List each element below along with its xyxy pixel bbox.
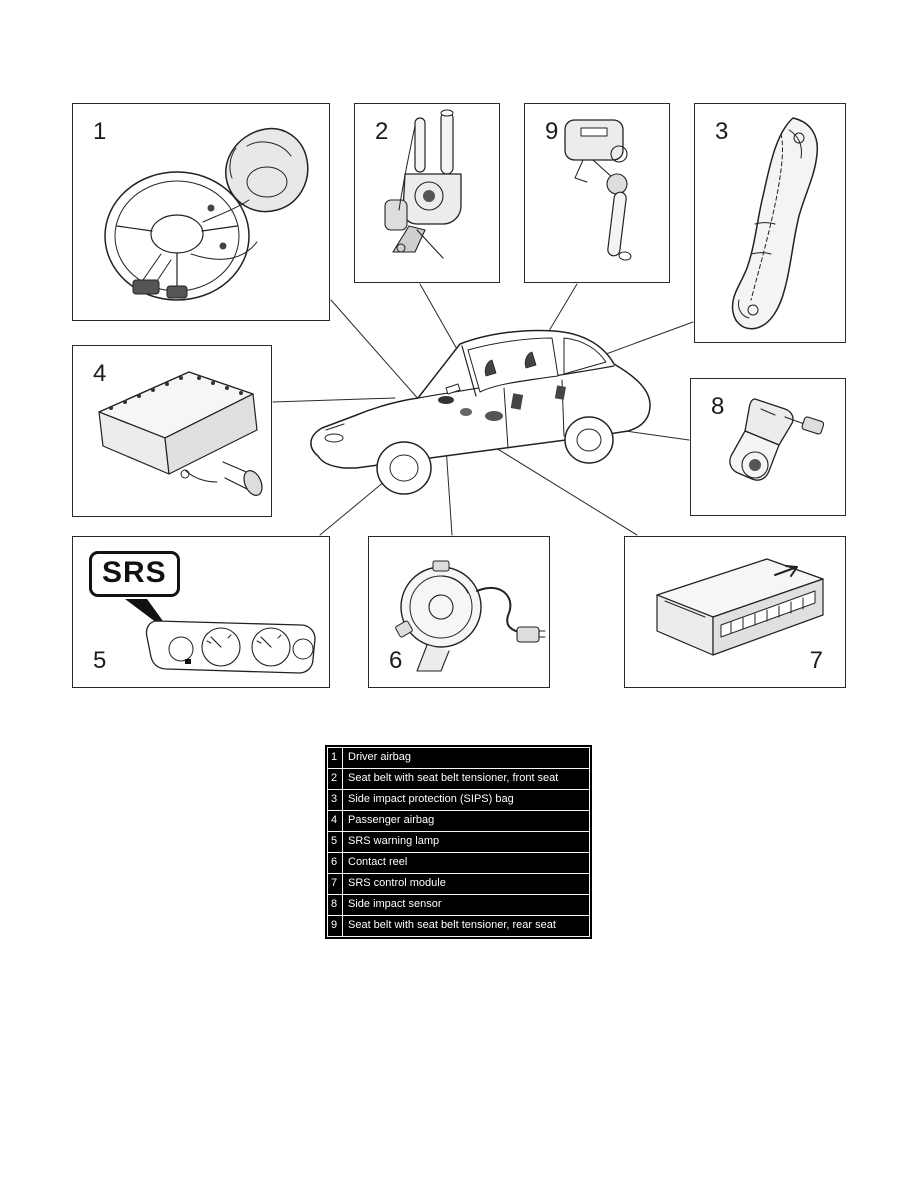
legend-row-2: 2 Seat belt with seat belt tensioner, fr…: [328, 769, 589, 790]
legend-row-number: 5: [328, 832, 343, 852]
callout-number-8: 8: [711, 393, 725, 420]
callout-number-9: 9: [545, 118, 559, 145]
callout-box-1: 1: [72, 103, 330, 321]
legend-row-label: Side impact protection (SIPS) bag: [348, 793, 514, 805]
legend-row-label: Seat belt with seat belt tensioner, fron…: [348, 772, 559, 784]
sips-bag-illustration: [731, 117, 819, 330]
callout-number-3: 3: [715, 118, 729, 145]
legend-row-label: Passenger airbag: [348, 814, 435, 826]
srs-warning-lamp-badge: SRS: [89, 551, 180, 597]
passenger-airbag-illustration: [98, 371, 263, 496]
callout-number-5: 5: [93, 647, 107, 674]
legend-row-number: 2: [328, 769, 343, 789]
legend-row-3: 3 Side impact protection (SIPS) bag: [328, 790, 589, 811]
front-seat-belt-tensioner-illustration: [384, 109, 462, 259]
legend-row-label: SRS control module: [348, 877, 446, 889]
callout-box-2: 2: [354, 103, 500, 283]
legend-row-number: 3: [328, 790, 343, 810]
legend-row-label: Driver airbag: [348, 751, 411, 763]
callout-box-8: 8: [690, 378, 846, 516]
callout-number-6: 6: [389, 647, 403, 674]
legend-row-7: 7 SRS control module: [328, 874, 589, 895]
callout-box-7: 7: [624, 536, 846, 688]
callout-box-6: 6: [368, 536, 550, 688]
srs-warning-lamp-illustration: [125, 599, 316, 674]
side-impact-sensor-illustration: [729, 398, 825, 481]
legend-table-inner: 1 Driver airbag 2 Seat belt with seat be…: [327, 747, 590, 937]
legend-row-5: 5 SRS warning lamp: [328, 832, 589, 853]
legend-row-1: 1 Driver airbag: [328, 748, 589, 769]
car-overview-illustration: [310, 329, 651, 495]
legend-row-number: 8: [328, 895, 343, 915]
callout-box-4: 4: [72, 345, 272, 517]
srs-control-module-illustration: [656, 558, 824, 656]
rear-seat-belt-tensioner-illustration: [564, 119, 632, 261]
callout-number-4: 4: [93, 360, 107, 387]
legend-row-label: SRS warning lamp: [348, 835, 440, 847]
callout-box-3: 3: [694, 103, 846, 343]
legend-row-4: 4 Passenger airbag: [328, 811, 589, 832]
legend-row-label: Side impact sensor: [348, 898, 442, 910]
legend-row-8: 8 Side impact sensor: [328, 895, 589, 916]
legend-row-number: 6: [328, 853, 343, 873]
callout-box-9: 9: [524, 103, 670, 283]
driver-airbag-illustration: [104, 127, 309, 301]
legend-row-label: Contact reel: [348, 856, 408, 868]
legend-row-9: 9 Seat belt with seat belt tensioner, re…: [328, 916, 589, 936]
callout-number-7: 7: [809, 647, 823, 674]
callout-number-1: 1: [93, 118, 107, 145]
legend-row-number: 4: [328, 811, 343, 831]
callout-box-5: 5 SRS: [72, 536, 330, 688]
callout-number-2: 2: [375, 118, 389, 145]
legend-row-6: 6 Contact reel: [328, 853, 589, 874]
legend-row-number: 1: [328, 748, 343, 768]
legend-row-number: 9: [328, 916, 343, 936]
legend-table: 1 Driver airbag 2 Seat belt with seat be…: [325, 745, 592, 939]
contact-reel-illustration: [395, 560, 546, 672]
legend-row-label: Seat belt with seat belt tensioner, rear…: [348, 919, 556, 931]
legend-row-number: 7: [328, 874, 343, 894]
